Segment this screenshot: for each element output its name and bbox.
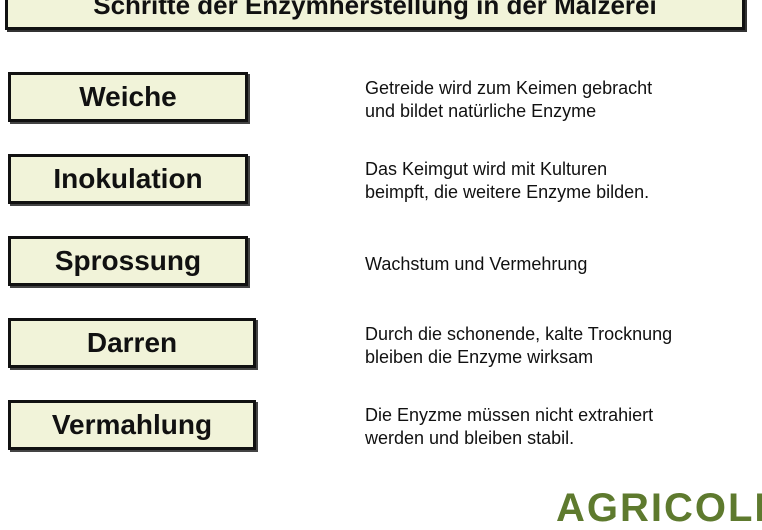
description-line: werden und bleiben stabil. [365,428,575,448]
step-box-weiche: Weiche [8,72,248,122]
step-box-darren: Darren [8,318,256,368]
description-line: Wachstum und Vermehrung [365,254,588,274]
step-label: Weiche [79,81,177,112]
step-box-sprossung: Sprossung [8,236,248,286]
step-box-vermahlung: Vermahlung [8,400,256,450]
description-line: beimpft, die weitere Enzyme bilden. [365,182,650,202]
step-description-vermahlung: Die Enyzme müssen nicht extrahiert werde… [365,404,745,450]
step-label: Darren [86,327,178,358]
step-description-sprossung: Wachstum und Vermehrung [365,253,745,276]
description-line: Die Enyzme müssen nicht extrahiert [365,405,654,425]
brand-logo: AGRICOLIA [556,486,762,530]
step-description-inokulation: Das Keimgut wird mit Kulturen beimpft, d… [365,158,745,204]
step-label: Inokulation [53,163,203,194]
description-line: Das Keimgut wird mit Kulturen [365,159,608,179]
title-box: Schritte der Enzymherstellung in der Mäl… [5,0,745,30]
description-line: Getreide wird zum Keimen gebracht [365,78,653,98]
description-line: Durch die schonende, kalte Trocknung [365,324,673,344]
description-line: und bildet natürliche Enzyme [365,101,597,121]
step-box-inokulation: Inokulation [8,154,248,204]
description-line: bleiben die Enzyme wirksam [365,347,594,367]
diagram-title: Schritte der Enzymherstellung in der Mäl… [93,0,657,20]
step-label: Sprossung [54,245,202,276]
step-description-darren: Durch die schonende, kalte Trocknung ble… [365,323,745,369]
step-description-weiche: Getreide wird zum Keimen gebracht und bi… [365,77,745,123]
step-label: Vermahlung [51,409,213,440]
